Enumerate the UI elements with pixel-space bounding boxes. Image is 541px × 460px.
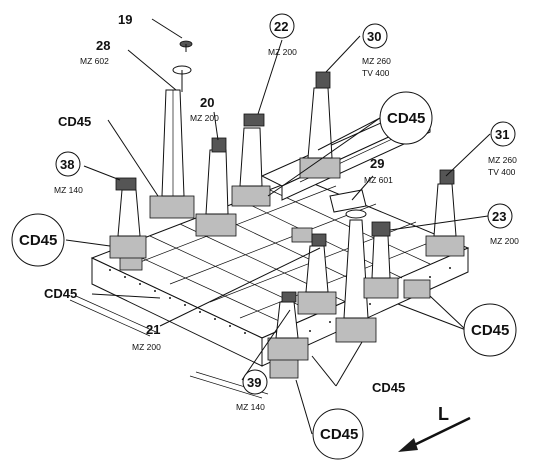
cd45-circle-right: CD45 — [463, 303, 517, 357]
label-20: 20 MZ 200 — [190, 95, 219, 123]
label-20-code: MZ 200 — [190, 113, 219, 123]
label-30-circle — [362, 23, 388, 49]
label-22-circle — [269, 13, 295, 39]
label-30-num: 30 — [367, 29, 381, 44]
label-22-code: MZ 200 — [268, 47, 297, 57]
label-20-num: 20 — [200, 95, 214, 110]
label-31: 31 MZ 260 TV 400 — [488, 121, 517, 177]
label-19-num: 19 — [118, 12, 132, 27]
tower-29 — [329, 189, 377, 343]
label-39-code: MZ 140 — [236, 402, 265, 412]
label-38-num: 38 — [60, 157, 74, 172]
label-39: 39 MZ 140 — [236, 369, 268, 412]
label-30-code: MZ 260 — [362, 56, 391, 66]
cd45-label-topleft: CD45 — [58, 114, 91, 129]
direction-arrow: L — [398, 404, 471, 452]
tower-31 — [425, 169, 465, 257]
label-29: 29 MZ 601 — [364, 156, 393, 185]
label-21: 21 MZ 200 — [132, 322, 161, 352]
svg-text:CD45: CD45 — [372, 380, 405, 395]
label-19: 19 — [118, 12, 132, 27]
tower-23 — [363, 221, 399, 299]
label-28: 28 MZ 602 — [80, 38, 110, 66]
cd45-circle-top: CD45 — [379, 91, 433, 145]
cd45-circle-bottom: CD45 — [312, 408, 364, 460]
label-23-num: 23 — [492, 209, 506, 224]
label-21-num: 21 — [146, 322, 160, 337]
label-30-code2: TV 400 — [362, 68, 390, 78]
cd45-label-bottom-mid: CD45 — [372, 380, 405, 395]
label-28-num: 28 — [96, 38, 110, 53]
label-31-circle — [490, 121, 516, 147]
svg-text:CD45: CD45 — [471, 322, 509, 339]
label-28-code: MZ 602 — [80, 56, 109, 66]
svg-text:CD45: CD45 — [44, 286, 77, 301]
svg-text:CD45: CD45 — [387, 110, 425, 127]
tower-20 — [195, 137, 237, 237]
tower-22 — [231, 113, 271, 207]
label-31-code2: TV 400 — [488, 167, 516, 177]
label-38-circle — [55, 151, 81, 177]
label-22: 22 MZ 200 — [268, 13, 297, 57]
tower-38 — [109, 177, 147, 259]
label-30: 30 MZ 260 TV 400 — [362, 23, 391, 78]
svg-text:CD45: CD45 — [58, 114, 91, 129]
label-38: 38 MZ 140 — [54, 151, 83, 195]
direction-label: L — [438, 404, 449, 424]
label-31-num: 31 — [495, 127, 509, 142]
label-39-circle — [242, 369, 268, 395]
label-23-code: MZ 200 — [490, 236, 519, 246]
label-23: 23 MZ 200 — [487, 203, 519, 246]
leader-lines — [65, 18, 491, 435]
label-29-num: 29 — [370, 156, 384, 171]
svg-text:CD45: CD45 — [320, 426, 358, 443]
label-38-code: MZ 140 — [54, 185, 83, 195]
cd45-label-left-mid: CD45 — [44, 286, 77, 301]
part-19-screw — [179, 40, 193, 52]
label-29-code: MZ 601 — [364, 175, 393, 185]
label-31-code: MZ 260 — [488, 155, 517, 165]
tower-21 — [297, 233, 337, 315]
svg-text:CD45: CD45 — [19, 232, 57, 249]
label-23-circle — [487, 203, 513, 229]
tower-30 — [299, 71, 341, 179]
cd45-circle-left: CD45 — [11, 213, 65, 267]
label-22-num: 22 — [274, 19, 288, 34]
label-21-code: MZ 200 — [132, 342, 161, 352]
label-39-num: 39 — [247, 375, 261, 390]
tower-28 — [149, 65, 195, 219]
tower-39 — [267, 291, 309, 361]
